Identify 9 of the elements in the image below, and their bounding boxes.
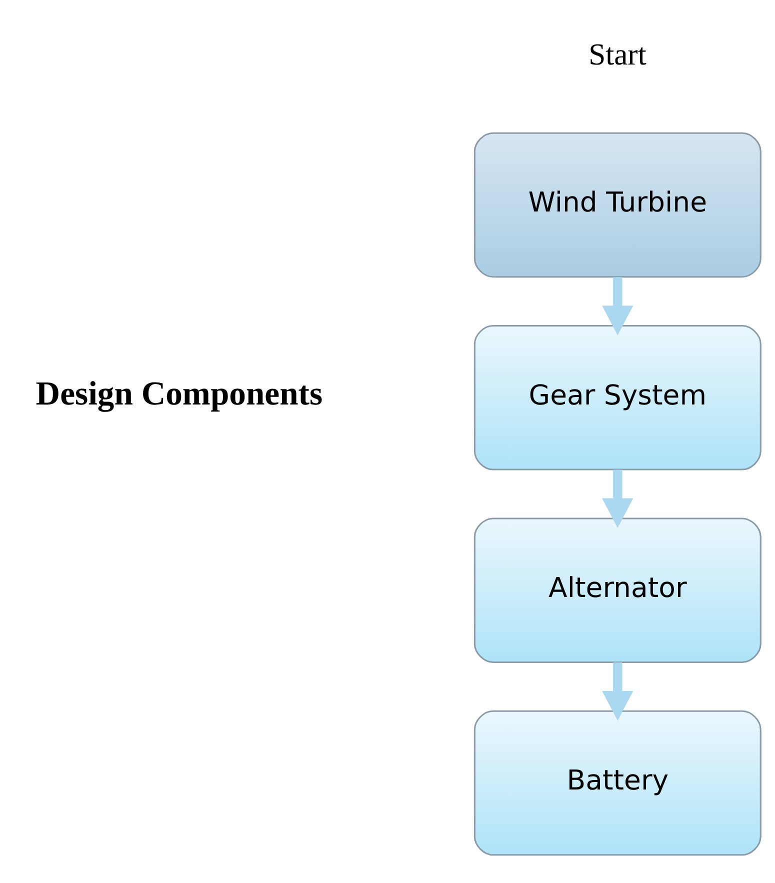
arrow xyxy=(602,662,634,720)
arrow xyxy=(602,469,634,528)
label: Design Components xyxy=(36,375,323,412)
label: Start xyxy=(588,36,646,71)
node-box: Alternator xyxy=(474,517,762,662)
node-box: Gear System xyxy=(474,324,762,470)
arrow xyxy=(602,276,634,335)
node-box: Battery xyxy=(474,710,762,856)
node-box: Wind Turbine xyxy=(474,132,762,278)
